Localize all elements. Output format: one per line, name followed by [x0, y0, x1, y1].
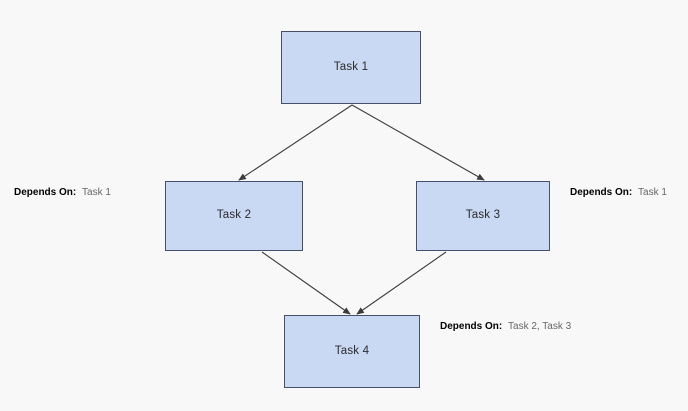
node-task2[interactable]: Task 2: [165, 181, 303, 251]
edge-task2-task4: [261, 251, 351, 315]
node-task1-label: Task 1: [333, 60, 369, 73]
depends-on-label-task4: Depends On: Task 2, Task 3: [440, 322, 571, 332]
node-task3-label: Task 3: [465, 209, 501, 222]
depends-on-label-task2: Depends On: Task 1: [14, 188, 111, 198]
depends-on-value: Task 1: [82, 187, 111, 198]
depends-on-key: Depends On:: [14, 187, 77, 198]
edge-task1-task3: [351, 104, 485, 181]
edge-task3-task4: [356, 251, 447, 315]
depends-on-value: Task 2, Task 3: [508, 321, 572, 332]
depends-on-value: Task 1: [638, 187, 667, 198]
node-task2-label: Task 2: [216, 209, 252, 222]
node-task4-label: Task 4: [334, 344, 370, 357]
node-task4[interactable]: Task 4: [284, 315, 420, 388]
depends-on-label-task3: Depends On: Task 1: [570, 188, 667, 198]
depends-on-key: Depends On:: [570, 187, 633, 198]
edge-task1-task2: [238, 104, 353, 181]
node-task3[interactable]: Task 3: [416, 181, 550, 251]
node-task1[interactable]: Task 1: [281, 31, 421, 104]
depends-on-key: Depends On:: [440, 321, 503, 332]
